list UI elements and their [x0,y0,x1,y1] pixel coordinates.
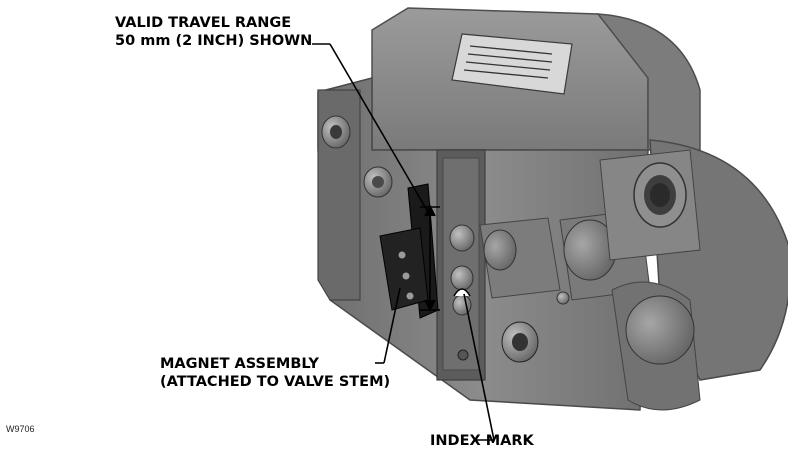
travel-range-indicator [420,204,440,312]
nameplate [451,33,573,95]
leader-lines [312,43,495,441]
left-ports [321,115,393,198]
callout-travel-range: VALID TRAVEL RANGE 50 mm (2 INCH) SHOWN [115,14,312,50]
callout-index-line1: INDEX MARK [430,433,534,449]
callout-magnet-line2: (ATTACHED TO VALVE STEM) [160,374,391,390]
callout-magnet-line1: MAGNET ASSEMBLY [160,356,319,372]
index-mark [453,288,471,297]
adjust-knob [457,291,570,363]
callout-travel-line1: VALID TRAVEL RANGE [115,15,292,31]
manifold [559,149,701,411]
callout-index-mark: INDEX MARK [430,432,534,450]
callout-travel-line2: 50 mm (2 INCH) SHOWN [115,33,313,49]
figure-id: W9706 [6,424,35,434]
callout-magnet-assembly: MAGNET ASSEMBLY (ATTACHED TO VALVE STEM) [160,355,390,391]
front-bosses [449,217,561,316]
